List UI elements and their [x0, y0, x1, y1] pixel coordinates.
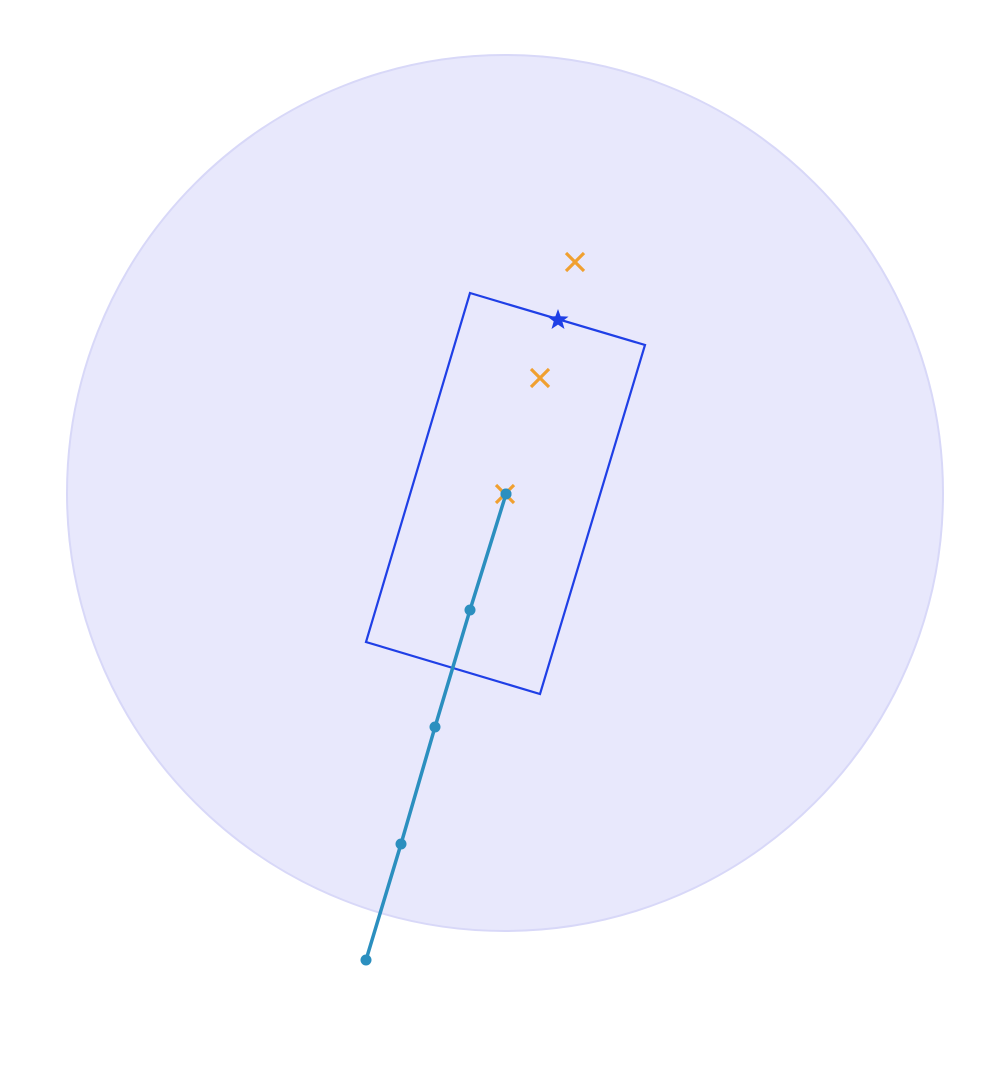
star-icon [547, 309, 569, 329]
path-start-point [500, 488, 512, 500]
path-point [429, 721, 441, 733]
cross-icon [564, 251, 586, 273]
path-point [464, 604, 476, 616]
path-point [395, 838, 407, 850]
cross-icon [529, 367, 551, 389]
bounding-rectangle [364, 291, 647, 696]
path-point [360, 954, 372, 966]
